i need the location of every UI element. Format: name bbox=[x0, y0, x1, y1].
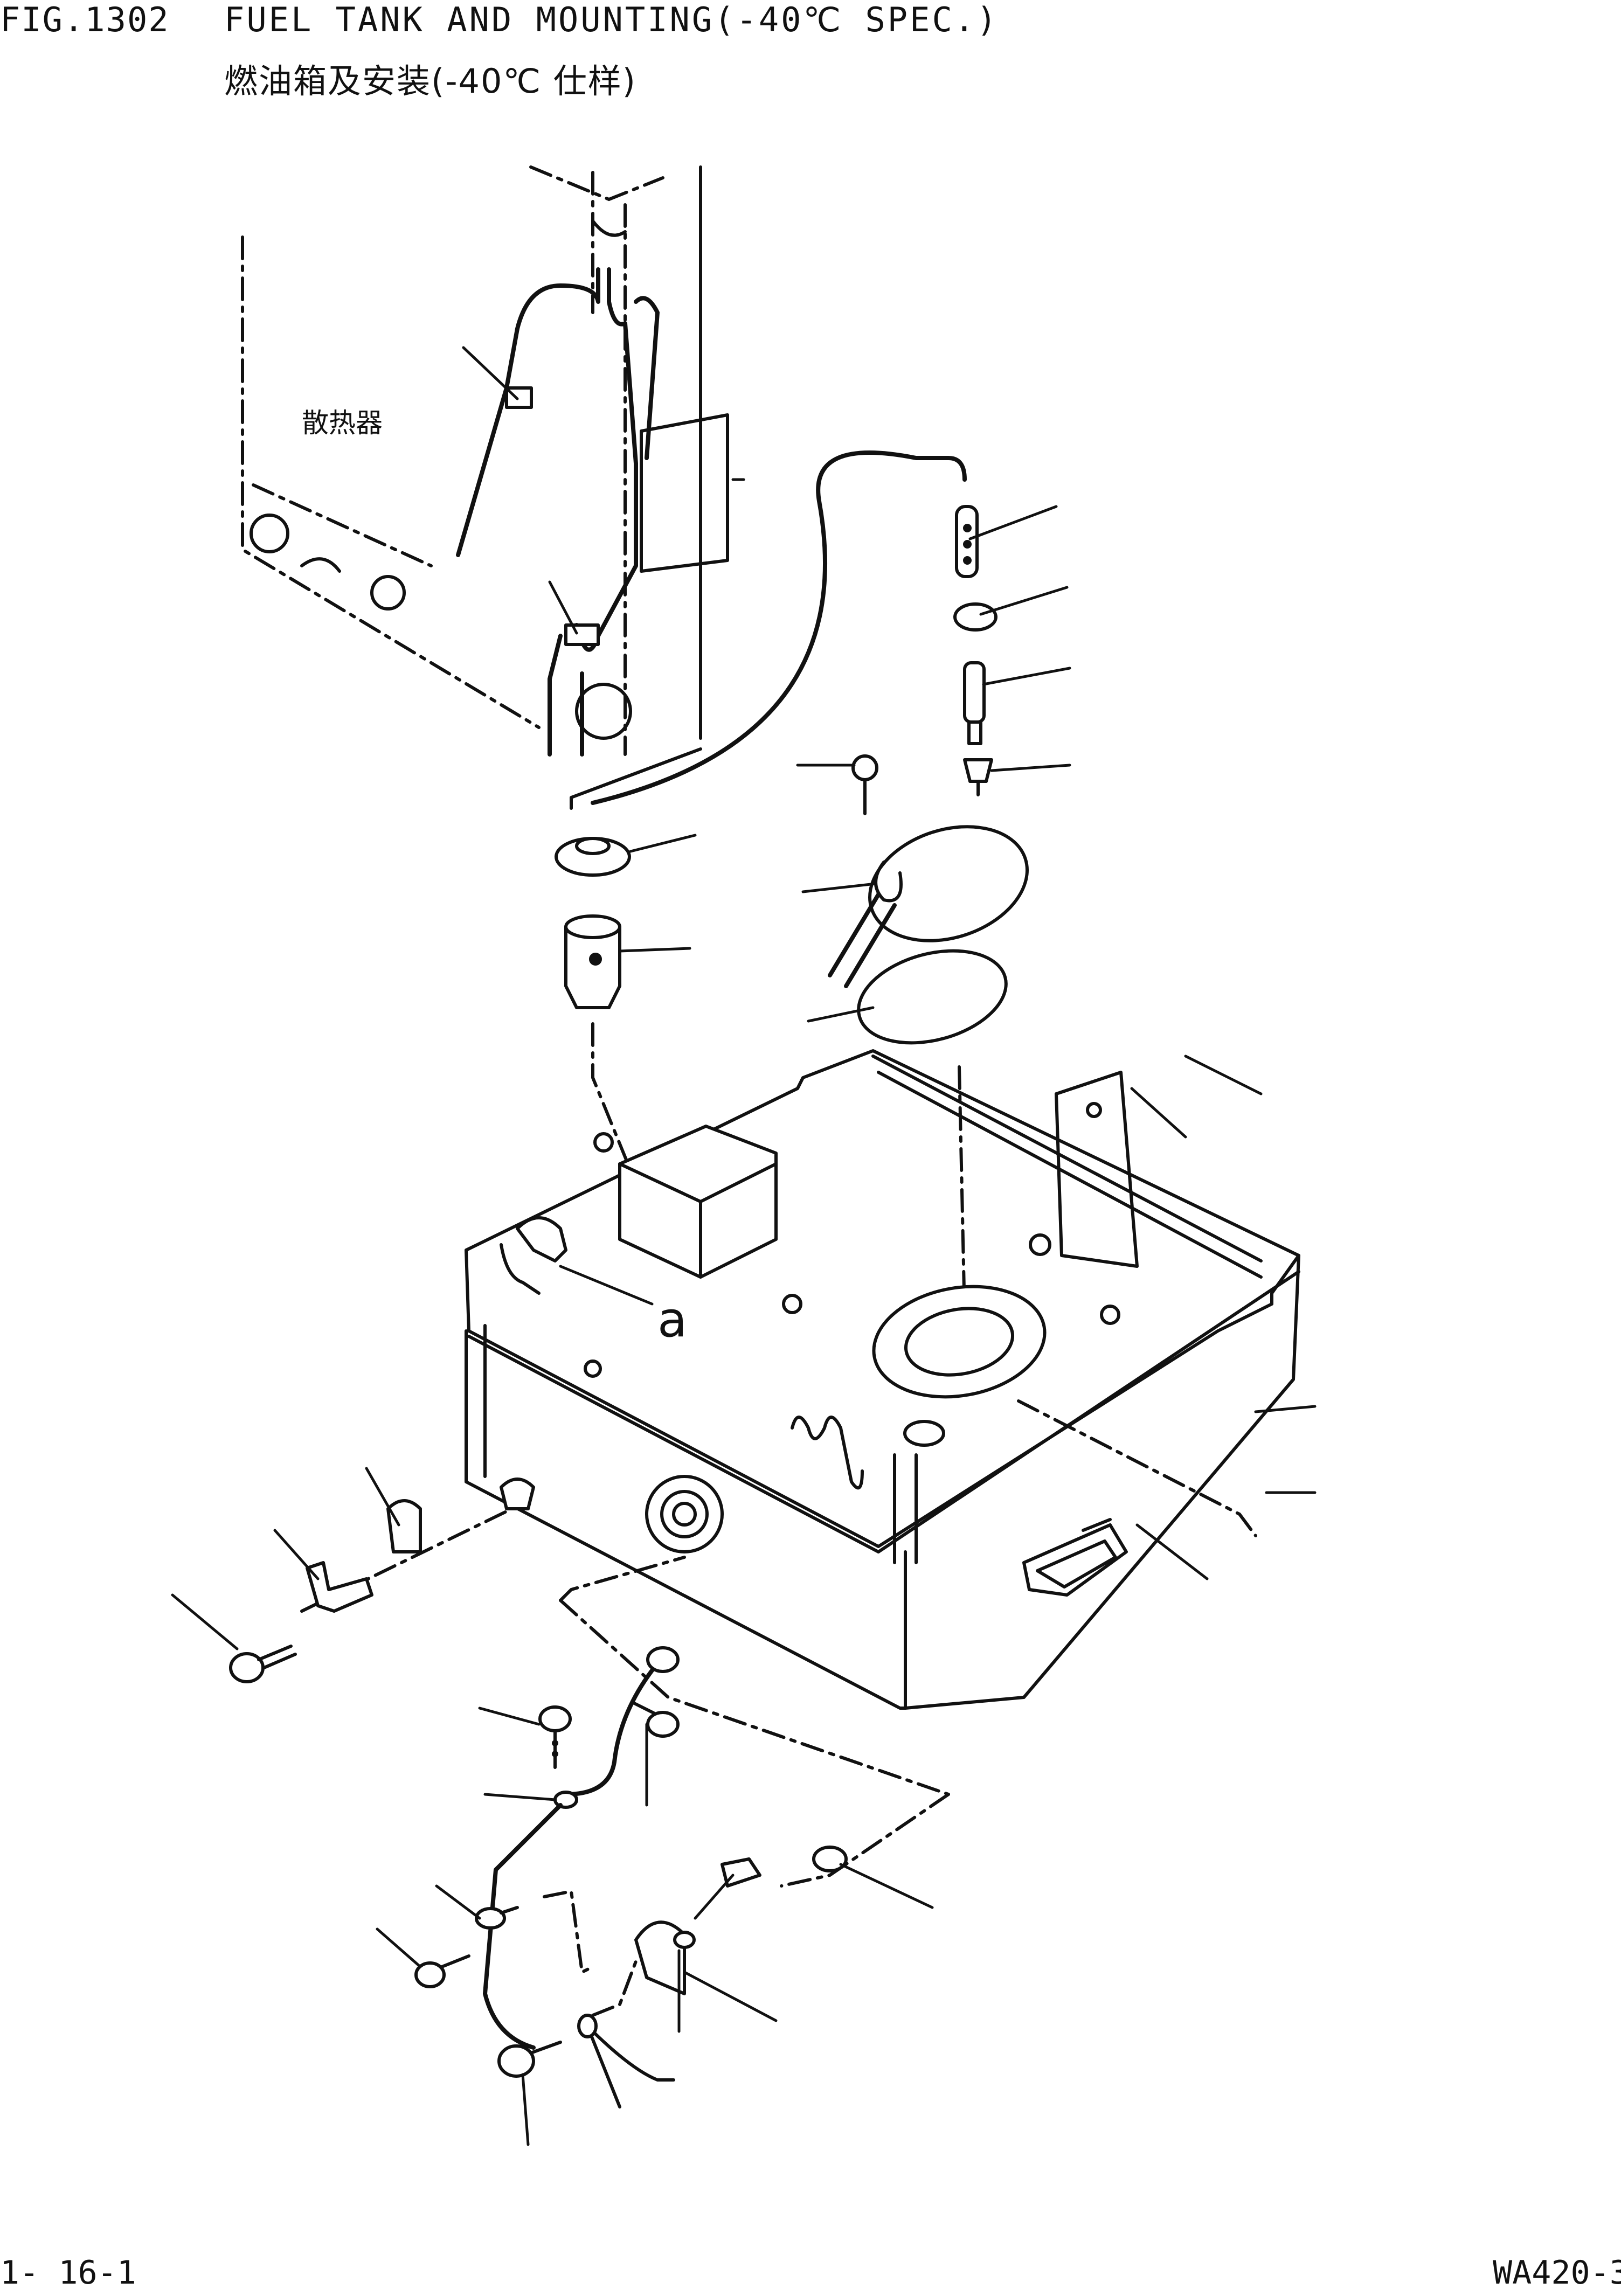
gauge-parts bbox=[953, 505, 997, 796]
radiator-hose bbox=[456, 267, 967, 810]
figure-title-english: FUEL TANK AND MOUNTING(-40℃ SPEC.) bbox=[224, 0, 999, 39]
figure-number: FIG.1302 bbox=[0, 0, 170, 39]
gasket bbox=[857, 949, 1008, 1045]
page-number: 1- 16-1 bbox=[0, 2254, 136, 2292]
filler-cap bbox=[555, 837, 966, 1316]
fuel-tank bbox=[465, 1049, 1300, 1888]
tank-callout-a: a bbox=[657, 1292, 687, 1348]
fuel-sender-unit bbox=[828, 754, 1029, 1045]
radiator-outline bbox=[241, 165, 702, 756]
mounting-bolts-left bbox=[229, 1478, 535, 1683]
radiator-label: 散热器 bbox=[302, 407, 383, 439]
drain-valve-assembly bbox=[414, 1646, 848, 2108]
hose-clamp bbox=[564, 623, 600, 646]
machine-model: WA420-3 bbox=[1493, 2254, 1621, 2292]
figure-title-chinese: 燃油箱及安装(-40℃ 仕样) bbox=[224, 61, 636, 101]
leader-lines bbox=[171, 346, 1317, 2146]
